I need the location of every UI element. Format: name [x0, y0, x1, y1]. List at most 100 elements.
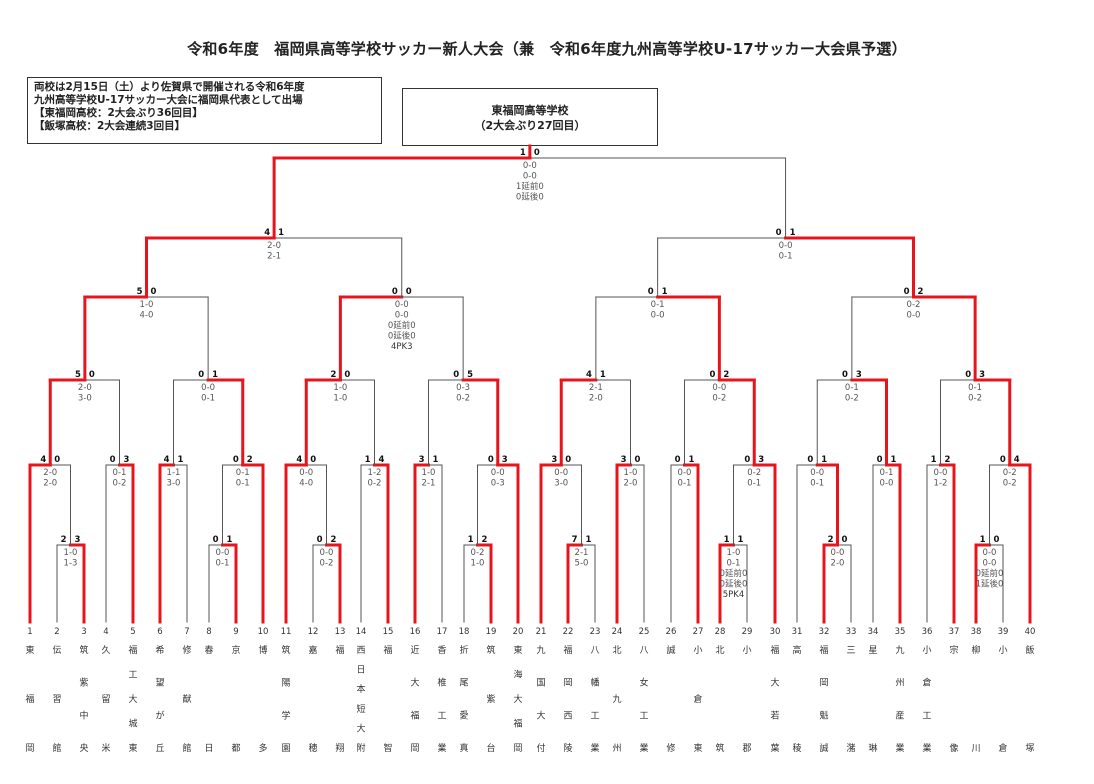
half-result: 0延前0: [976, 568, 1004, 579]
half-result: 0-1: [968, 383, 982, 393]
score-left: 4: [264, 228, 270, 238]
half-result: 0-0: [983, 548, 997, 558]
team-name-char: 修: [182, 644, 191, 656]
half-result: 0-0: [554, 468, 568, 478]
team-name-char: 多: [258, 742, 267, 754]
half-result: 0-0: [299, 468, 313, 478]
team-name-char: が: [155, 709, 164, 721]
team-name-char: 州: [612, 743, 621, 754]
half-result: 0-2: [320, 559, 334, 569]
score-left: 0: [675, 455, 681, 465]
team-name-char: 望: [155, 677, 164, 689]
team-name-char: 西: [356, 645, 365, 656]
score-left: 0: [842, 370, 848, 380]
score-left: 0: [110, 455, 116, 465]
team-name-char: 倉: [922, 677, 931, 689]
team-name-char: 久: [101, 644, 110, 656]
champion-detail: （2大会ぶり27回目）: [474, 119, 586, 132]
note-line: 九州高等学校U-17サッカー大会に福岡県代表として出場: [34, 94, 303, 106]
score-left: 0: [965, 370, 971, 380]
score-left: 0: [904, 287, 910, 297]
team-number: 15: [383, 627, 394, 637]
team-name-char: 工: [128, 671, 137, 681]
half-result: 2-0: [43, 479, 57, 489]
half-result: 0延後0: [388, 331, 416, 342]
half-result: 0-2: [747, 468, 761, 478]
team-name-char: 尾: [459, 678, 468, 689]
team-name-char: 本: [356, 683, 365, 695]
team-name-char: 福: [563, 644, 572, 656]
team-name-char: 大: [356, 722, 365, 734]
team-number: 21: [536, 627, 547, 637]
team-name-char: 椎: [437, 677, 446, 689]
team-number: 6: [157, 627, 162, 637]
half-result: 0-2: [845, 394, 859, 404]
team-name-char: 産: [895, 709, 904, 721]
team-name-char: 折: [459, 644, 468, 656]
team-name-char: 猷: [182, 693, 191, 705]
score-right: 3: [758, 455, 764, 465]
qualification-note: 両校は2月15日（土）より佐賀県で開催される令和6年度 九州高等学校U-17サッ…: [27, 77, 382, 144]
team-name-char: 大: [770, 677, 779, 689]
team-name-char: 福: [819, 644, 828, 656]
team-name-char: 丘: [155, 743, 164, 754]
team-name-char: 福: [25, 693, 34, 705]
team-name-char: 小: [693, 645, 702, 656]
team-name-char: 琳: [868, 742, 877, 754]
half-result: 0延後0: [516, 192, 544, 203]
score-right: 1: [689, 455, 695, 465]
half-result: 0-2: [907, 300, 921, 310]
team-number: 14: [356, 627, 367, 637]
team-name-char: 大: [128, 693, 137, 705]
team-name-char: 福: [410, 709, 419, 721]
half-result: 0-0: [983, 559, 997, 569]
half-result: 0-3: [491, 479, 505, 489]
team-name-char: 州: [895, 678, 904, 689]
team-name-char: 学: [281, 709, 290, 721]
team-name-char: 九: [612, 694, 621, 705]
team-name-char: 工: [437, 711, 446, 721]
team-name-char: 塚: [1025, 743, 1034, 754]
champion-name: 東福岡高等学校: [491, 104, 569, 117]
team-name-char: 星: [868, 645, 877, 656]
half-result: 2-1: [589, 383, 603, 393]
team-number: 34: [868, 627, 879, 637]
team-name-char: 附: [356, 742, 365, 754]
half-result: 2-0: [78, 383, 92, 393]
team-name-char: 岡: [513, 743, 522, 754]
team-name-char: 東: [128, 742, 137, 754]
team-name-char: 筑: [79, 644, 88, 656]
score-left: 0: [877, 455, 883, 465]
team-number: 37: [949, 627, 960, 637]
half-result: 0-2: [368, 479, 382, 489]
team-name-char: 短: [356, 703, 365, 715]
half-result: 0-1: [201, 394, 215, 404]
team-name-char: 葉: [770, 742, 779, 754]
team-name-char: 陽: [281, 678, 290, 689]
team-name-char: 川: [971, 744, 980, 754]
team-number: 38: [971, 627, 982, 637]
half-result: 0-1: [727, 559, 741, 569]
score-right: 0: [344, 370, 350, 380]
half-result: 3-0: [167, 479, 181, 489]
team-name-char: 海: [513, 669, 522, 681]
half-result: 1-2: [934, 479, 948, 489]
score-right: 1: [891, 455, 897, 465]
score-right: 3: [124, 455, 130, 465]
team-name-char: 八: [639, 646, 648, 656]
half-result: 0-1: [678, 479, 692, 489]
score-left: 1: [520, 148, 526, 158]
half-result: 0-0: [491, 468, 505, 478]
score-left: 1: [931, 455, 937, 465]
half-result: 0-0: [201, 383, 215, 393]
score-left: 0: [776, 228, 782, 238]
note-line: 【飯塚高校：2大会連続3回目】: [34, 120, 186, 132]
half-result: 0-1: [810, 479, 824, 489]
score-right: 2: [247, 455, 253, 465]
team-number: 24: [612, 627, 623, 637]
half-result: 0-1: [651, 300, 665, 310]
half-result: 0-0: [712, 383, 726, 393]
team-name-char: 誠: [819, 742, 828, 754]
score-right: 3: [979, 370, 985, 380]
team-name-char: 福: [335, 644, 344, 656]
